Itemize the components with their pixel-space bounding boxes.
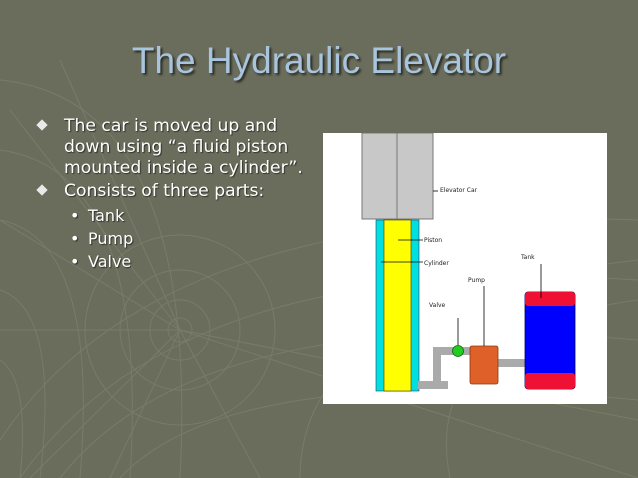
pump — [469, 345, 499, 385]
dot-bullet-icon: • — [70, 252, 80, 271]
slide-title: The Hydraulic Elevator — [131, 40, 507, 81]
piston — [383, 219, 412, 392]
diamond-bullet-icon — [36, 184, 48, 196]
label-piston: Piston — [424, 237, 442, 244]
bullet-line: mounted inside a cylinder”. — [64, 158, 303, 178]
bullet-line: Consists of three parts: — [64, 181, 265, 201]
label-cylinder: Cylinder — [424, 260, 449, 267]
sub-bullet-item: • Valve — [38, 250, 328, 273]
bullet-item: Consists of three parts: — [36, 181, 328, 202]
sub-bullet-item: • Tank — [38, 204, 328, 227]
tank-bottom-cap — [525, 373, 575, 389]
sub-bullet-item: • Pump — [38, 227, 328, 250]
diamond-bullet-icon — [36, 119, 48, 131]
sub-bullet-text: Valve — [88, 252, 132, 271]
bullet-list: The car is moved up and down using “a fl… — [36, 116, 328, 273]
bullet-line: The car is moved up and — [64, 116, 278, 136]
tank-top-cap — [525, 292, 575, 306]
dot-bullet-icon: • — [70, 206, 80, 225]
label-elevator-car: Elevator Car — [440, 187, 478, 194]
valve — [452, 345, 464, 357]
sub-bullet-text: Tank — [88, 206, 125, 225]
leader-lines — [381, 190, 542, 346]
bullet-item: The car is moved up and down using “a fl… — [36, 116, 328, 179]
diagram-svg: Elevator Car Piston Cylinder Tank Pump V… — [361, 132, 576, 392]
label-valve: Valve — [429, 302, 446, 309]
pipe-vertical — [433, 349, 441, 389]
label-pump: Pump — [468, 277, 485, 284]
label-tank: Tank — [520, 254, 535, 261]
sub-bullet-text: Pump — [88, 229, 134, 248]
dot-bullet-icon: • — [70, 229, 80, 248]
hydraulic-elevator-diagram: Elevator Car Piston Cylinder Tank Pump V… — [323, 132, 607, 404]
pipe-to-tank — [497, 359, 527, 367]
bullet-line: down using “a fluid piston — [64, 137, 289, 157]
